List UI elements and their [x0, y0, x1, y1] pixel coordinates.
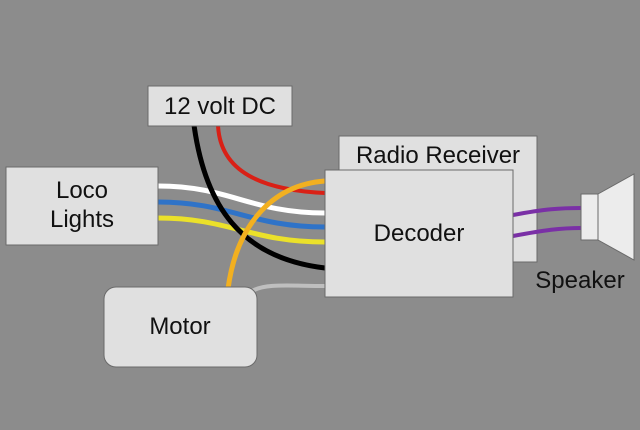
power-supply-label: 12 volt DC: [164, 93, 276, 120]
speaker-label: Speaker: [535, 267, 624, 294]
loco-lights-label-line1: Loco: [56, 177, 108, 204]
motor-label: Motor: [149, 313, 210, 340]
decoder-node: Decoder: [324, 169, 514, 298]
motor-box: [103, 286, 258, 368]
orange-wire: [225, 178, 328, 292]
loco-lights-node: Loco Lights: [5, 166, 159, 246]
purple-wire-bottom: [511, 226, 584, 238]
speaker-icon: [580, 173, 635, 261]
gray-wire: [250, 283, 327, 293]
white-wire: [155, 183, 328, 216]
loco-lights-box: [5, 166, 159, 246]
power-supply-box: [147, 85, 293, 127]
purple-wire-top: [511, 206, 584, 217]
speaker-magnet: [580, 193, 599, 241]
red-wire: [216, 123, 327, 195]
decoder-label: Decoder: [374, 220, 465, 247]
black-wire: [191, 122, 328, 271]
radio-receiver-label: Radio Receiver: [356, 142, 520, 169]
motor-node: Motor: [103, 286, 258, 368]
blue-wire: [155, 199, 328, 230]
speaker-cone: [597, 173, 635, 261]
power-supply-node: 12 volt DC: [147, 85, 293, 127]
loco-lights-label-line2: Lights: [50, 206, 114, 233]
decoder-box: [324, 169, 514, 298]
